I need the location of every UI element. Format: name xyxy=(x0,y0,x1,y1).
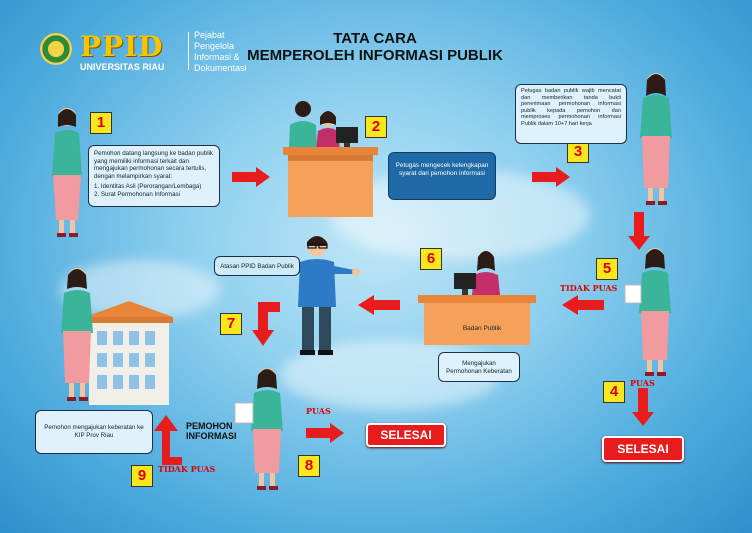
atasan-text: Atasan PPID Badan Publik xyxy=(220,263,294,270)
step9-description-box: Pemohon mengajukan keberatan ke KIP Prov… xyxy=(35,410,153,454)
step-number-6: 6 xyxy=(420,248,442,270)
puas-label-8: PUAS xyxy=(306,406,331,416)
step2-description-box: Petugas mengecek kelengkapan syarat dari… xyxy=(388,152,496,200)
step3-description-box: Petugas badan publik wajib mencatat dan … xyxy=(515,84,627,144)
tidak-puas-label-9: TIDAK PUAS xyxy=(158,464,216,474)
pemohon-informasi-label: PEMOHON INFORMASI xyxy=(186,421,237,441)
atasan-man-figure xyxy=(298,236,360,355)
arrow-right-1-to-2 xyxy=(232,167,270,187)
step-number-1: 1 xyxy=(90,112,112,134)
arrow-bent-9 xyxy=(154,415,182,465)
arrow-right-2-to-3 xyxy=(532,167,570,187)
woman-officer-figure xyxy=(640,73,672,205)
step3-text: Petugas badan publik wajib mencatat dan … xyxy=(521,88,621,127)
step2-text: Petugas mengecek kelengkapan syarat dari… xyxy=(395,162,489,177)
arrow-bent-7 xyxy=(252,302,280,346)
tidak-puas-label-5: TIDAK PUAS xyxy=(560,283,618,293)
arrow-right-8-to-selesai xyxy=(306,423,344,443)
woman-requester-figure xyxy=(234,368,283,490)
step-number-9: 9 xyxy=(131,465,153,487)
woman-applicant-figure xyxy=(52,108,82,237)
arrow-left-6-to-atasan xyxy=(358,295,400,315)
reception-desk-figure xyxy=(283,101,378,217)
arrow-down-3-to-5 xyxy=(628,212,650,250)
arrow-left-5-to-6 xyxy=(562,295,604,315)
logo-university: UNIVERSITAS RIAU xyxy=(80,62,165,72)
woman-building-figure xyxy=(61,268,173,405)
logo-subtitle: Pejabat Pengelola Informasi & Dokumentas… xyxy=(194,30,247,73)
university-emblem-icon xyxy=(40,33,72,65)
step-number-3: 3 xyxy=(567,141,589,163)
selesai-badge-8: SELESAI xyxy=(366,423,446,447)
step-number-2: 2 xyxy=(365,116,387,138)
step1-description-box: Pemohon datang langsung ke badan publik … xyxy=(88,145,220,207)
step9-text: Pemohon mengajukan keberatan ke KIP Prov… xyxy=(44,424,144,439)
step6-description-box: Mengajukan Permohonan Keberatan xyxy=(438,352,520,382)
puas-label-4: PUAS xyxy=(630,378,655,388)
badan-publik-desk-figure xyxy=(418,251,536,345)
woman-dissatisfied-figure xyxy=(624,248,671,376)
step1-text: Pemohon datang langsung ke badan publik … xyxy=(94,150,214,180)
step1-item-2: 2. Surat Permohonan Informasi xyxy=(94,190,180,198)
step-number-7: 7 xyxy=(220,313,242,335)
arrow-down-4 xyxy=(632,388,654,426)
step-number-8: 8 xyxy=(298,455,320,477)
atasan-label-box: Atasan PPID Badan Publik xyxy=(214,256,300,276)
logo-divider xyxy=(188,32,189,70)
selesai-badge-4: SELESAI xyxy=(602,436,684,462)
step-number-4: 4 xyxy=(603,381,625,403)
badan-publik-label: Badan Publik xyxy=(462,325,502,332)
title-line-2: MEMPEROLEH INFORMASI PUBLIK xyxy=(247,47,503,64)
logo-text: PPID xyxy=(80,30,164,63)
step1-item-1: 1. Identitas Asli (Perorangan/Lembaga) xyxy=(94,183,202,190)
step-number-5: 5 xyxy=(596,258,618,280)
pemohon-line-1: PEMOHON xyxy=(186,421,233,431)
ppid-logo: PPID UNIVERSITAS RIAU Pejabat Pengelola … xyxy=(40,30,247,75)
title-line-1: TATA CARA xyxy=(333,30,417,47)
page-title: TATA CARA MEMPEROLEH INFORMASI PUBLIK xyxy=(230,30,520,64)
pemohon-line-2: INFORMASI xyxy=(186,431,237,441)
step6-text: Mengajukan Permohonan Keberatan xyxy=(446,360,512,375)
